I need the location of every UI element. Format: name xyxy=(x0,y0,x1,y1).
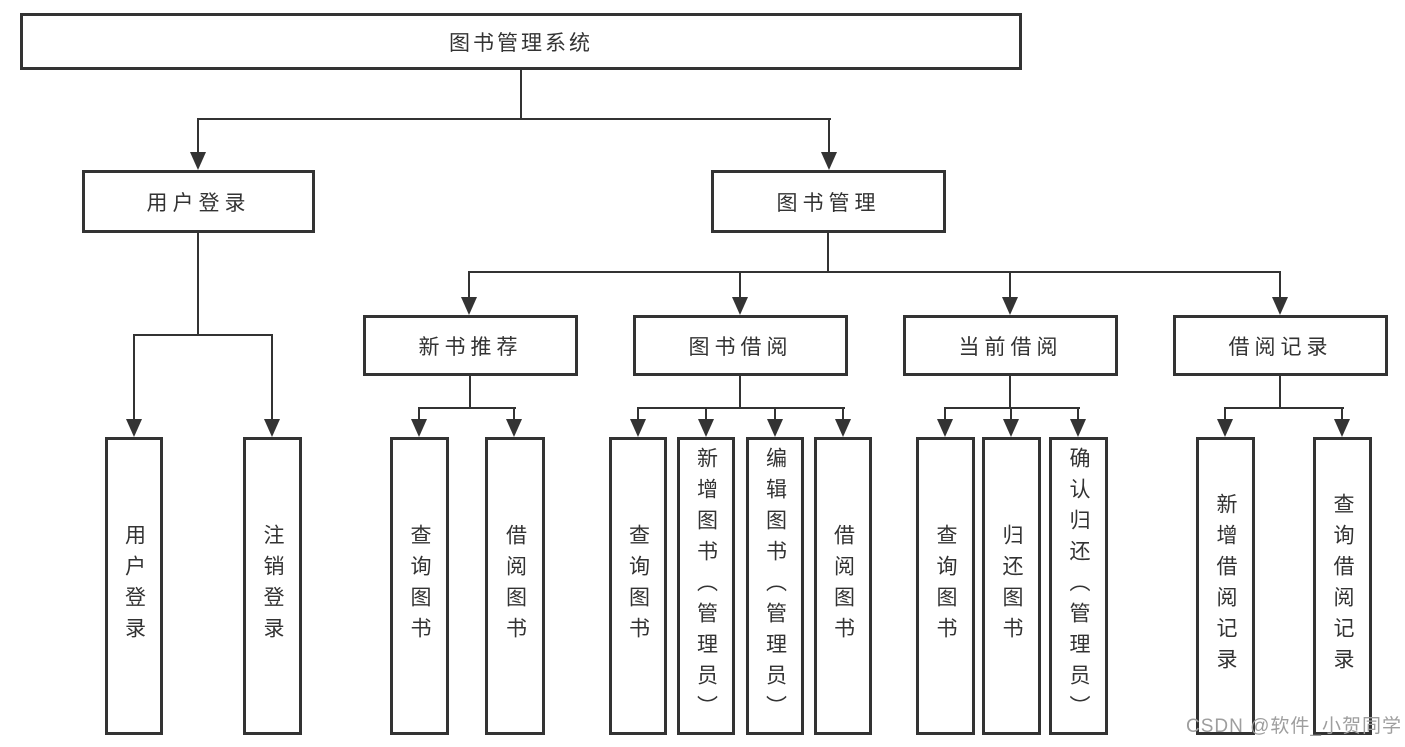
leaf-label: 确认归还（管理员） xyxy=(1067,446,1090,726)
arrowhead-down-icon xyxy=(264,419,280,437)
connector-line xyxy=(637,407,639,419)
leaf-add-book-admin: 新增图书（管理员） xyxy=(677,437,735,735)
connector-line xyxy=(1224,407,1226,419)
leaf-confirm-return-admin: 确认归还（管理员） xyxy=(1049,437,1108,735)
leaf-label: 新增图书（管理员） xyxy=(694,446,718,726)
node-user-login: 用户登录 xyxy=(82,170,315,233)
node-new-book-recommend: 新书推荐 xyxy=(363,315,578,376)
node-label: 当前借阅 xyxy=(958,335,1063,359)
connector-line xyxy=(133,334,135,421)
connector-line xyxy=(1010,407,1012,419)
connector-line xyxy=(1009,376,1011,409)
leaf-borrow-book: 借阅图书 xyxy=(814,437,872,735)
arrowhead-down-icon xyxy=(126,419,142,437)
leaf-label: 新增借阅记录 xyxy=(1214,493,1237,679)
arrowhead-down-icon xyxy=(767,419,783,437)
leaf-edit-book-admin: 编辑图书（管理员） xyxy=(746,437,804,735)
connector-line xyxy=(1224,407,1344,409)
arrowhead-down-icon xyxy=(411,419,427,437)
node-label: 图书管理系统 xyxy=(449,31,593,55)
arrowhead-down-icon xyxy=(630,419,646,437)
connector-line xyxy=(1279,271,1281,297)
connector-line xyxy=(513,407,515,419)
leaf-label: 查询借阅记录 xyxy=(1331,493,1354,679)
connector-line xyxy=(827,233,829,273)
arrowhead-down-icon xyxy=(1334,419,1350,437)
leaf-add-borrow-record: 新增借阅记录 xyxy=(1196,437,1255,735)
leaf-query-book-recommend: 查询图书 xyxy=(390,437,449,735)
connector-line xyxy=(739,376,741,409)
connector-line xyxy=(197,233,199,336)
connector-line xyxy=(271,334,273,421)
connector-line xyxy=(828,118,830,152)
connector-line xyxy=(468,271,470,297)
connector-line xyxy=(842,407,844,419)
node-borrowing-records: 借阅记录 xyxy=(1173,315,1388,376)
node-label: 图书管理 xyxy=(776,191,881,215)
arrowhead-down-icon xyxy=(698,419,714,437)
node-label: 图书借阅 xyxy=(688,335,793,359)
leaf-label: 查询图书 xyxy=(626,524,650,648)
leaf-borrow-book-recommend: 借阅图书 xyxy=(485,437,545,735)
connector-line xyxy=(705,407,707,419)
node-label: 用户登录 xyxy=(146,191,251,215)
arrowhead-down-icon xyxy=(1002,297,1018,315)
arrowhead-down-icon xyxy=(937,419,953,437)
node-book-management: 图书管理 xyxy=(711,170,946,233)
leaf-label: 用户登录 xyxy=(122,524,146,648)
arrowhead-down-icon xyxy=(732,297,748,315)
leaf-label: 借阅图书 xyxy=(831,524,855,648)
arrowhead-down-icon xyxy=(1003,419,1019,437)
arrowhead-down-icon xyxy=(506,419,522,437)
connector-line xyxy=(197,118,199,152)
node-book-borrowing: 图书借阅 xyxy=(633,315,848,376)
connector-line xyxy=(944,407,1080,409)
arrowhead-down-icon xyxy=(821,152,837,170)
connector-line xyxy=(418,407,516,409)
leaf-label: 注销登录 xyxy=(261,524,284,648)
arrowhead-down-icon xyxy=(190,152,206,170)
leaf-logout-login: 注销登录 xyxy=(243,437,302,735)
arrowhead-down-icon xyxy=(1272,297,1288,315)
arrowhead-down-icon xyxy=(835,419,851,437)
node-label: 新书推荐 xyxy=(418,335,523,359)
node-label: 借阅记录 xyxy=(1228,335,1333,359)
connector-line xyxy=(739,271,741,297)
leaf-query-book-current: 查询图书 xyxy=(916,437,975,735)
connector-line xyxy=(469,376,471,409)
connector-line xyxy=(1009,271,1011,297)
connector-line xyxy=(468,271,1281,273)
arrowhead-down-icon xyxy=(1217,419,1233,437)
connector-line xyxy=(637,407,845,409)
leaf-label: 编辑图书（管理员） xyxy=(763,446,787,726)
connector-line xyxy=(418,407,420,419)
node-library-management-system: 图书管理系统 xyxy=(20,13,1022,70)
connector-line xyxy=(520,70,522,118)
connector-line xyxy=(1077,407,1079,419)
leaf-label: 查询图书 xyxy=(408,524,431,648)
arrowhead-down-icon xyxy=(1070,419,1086,437)
connector-line xyxy=(197,118,831,120)
node-current-borrowing: 当前借阅 xyxy=(903,315,1118,376)
leaf-return-book: 归还图书 xyxy=(982,437,1041,735)
leaf-label: 借阅图书 xyxy=(503,524,527,648)
leaf-query-book-borrowing: 查询图书 xyxy=(609,437,667,735)
connector-line xyxy=(1341,407,1343,419)
arrowhead-down-icon xyxy=(461,297,477,315)
connector-line xyxy=(1279,376,1281,409)
connector-line xyxy=(133,334,273,336)
leaf-user-login: 用户登录 xyxy=(105,437,163,735)
leaf-query-borrow-record: 查询借阅记录 xyxy=(1313,437,1372,735)
leaf-label: 归还图书 xyxy=(1000,524,1023,648)
connector-line xyxy=(774,407,776,419)
watermark-text: CSDN @软件_小贺同学 xyxy=(1186,716,1402,737)
connector-line xyxy=(944,407,946,419)
leaf-label: 查询图书 xyxy=(934,524,957,648)
